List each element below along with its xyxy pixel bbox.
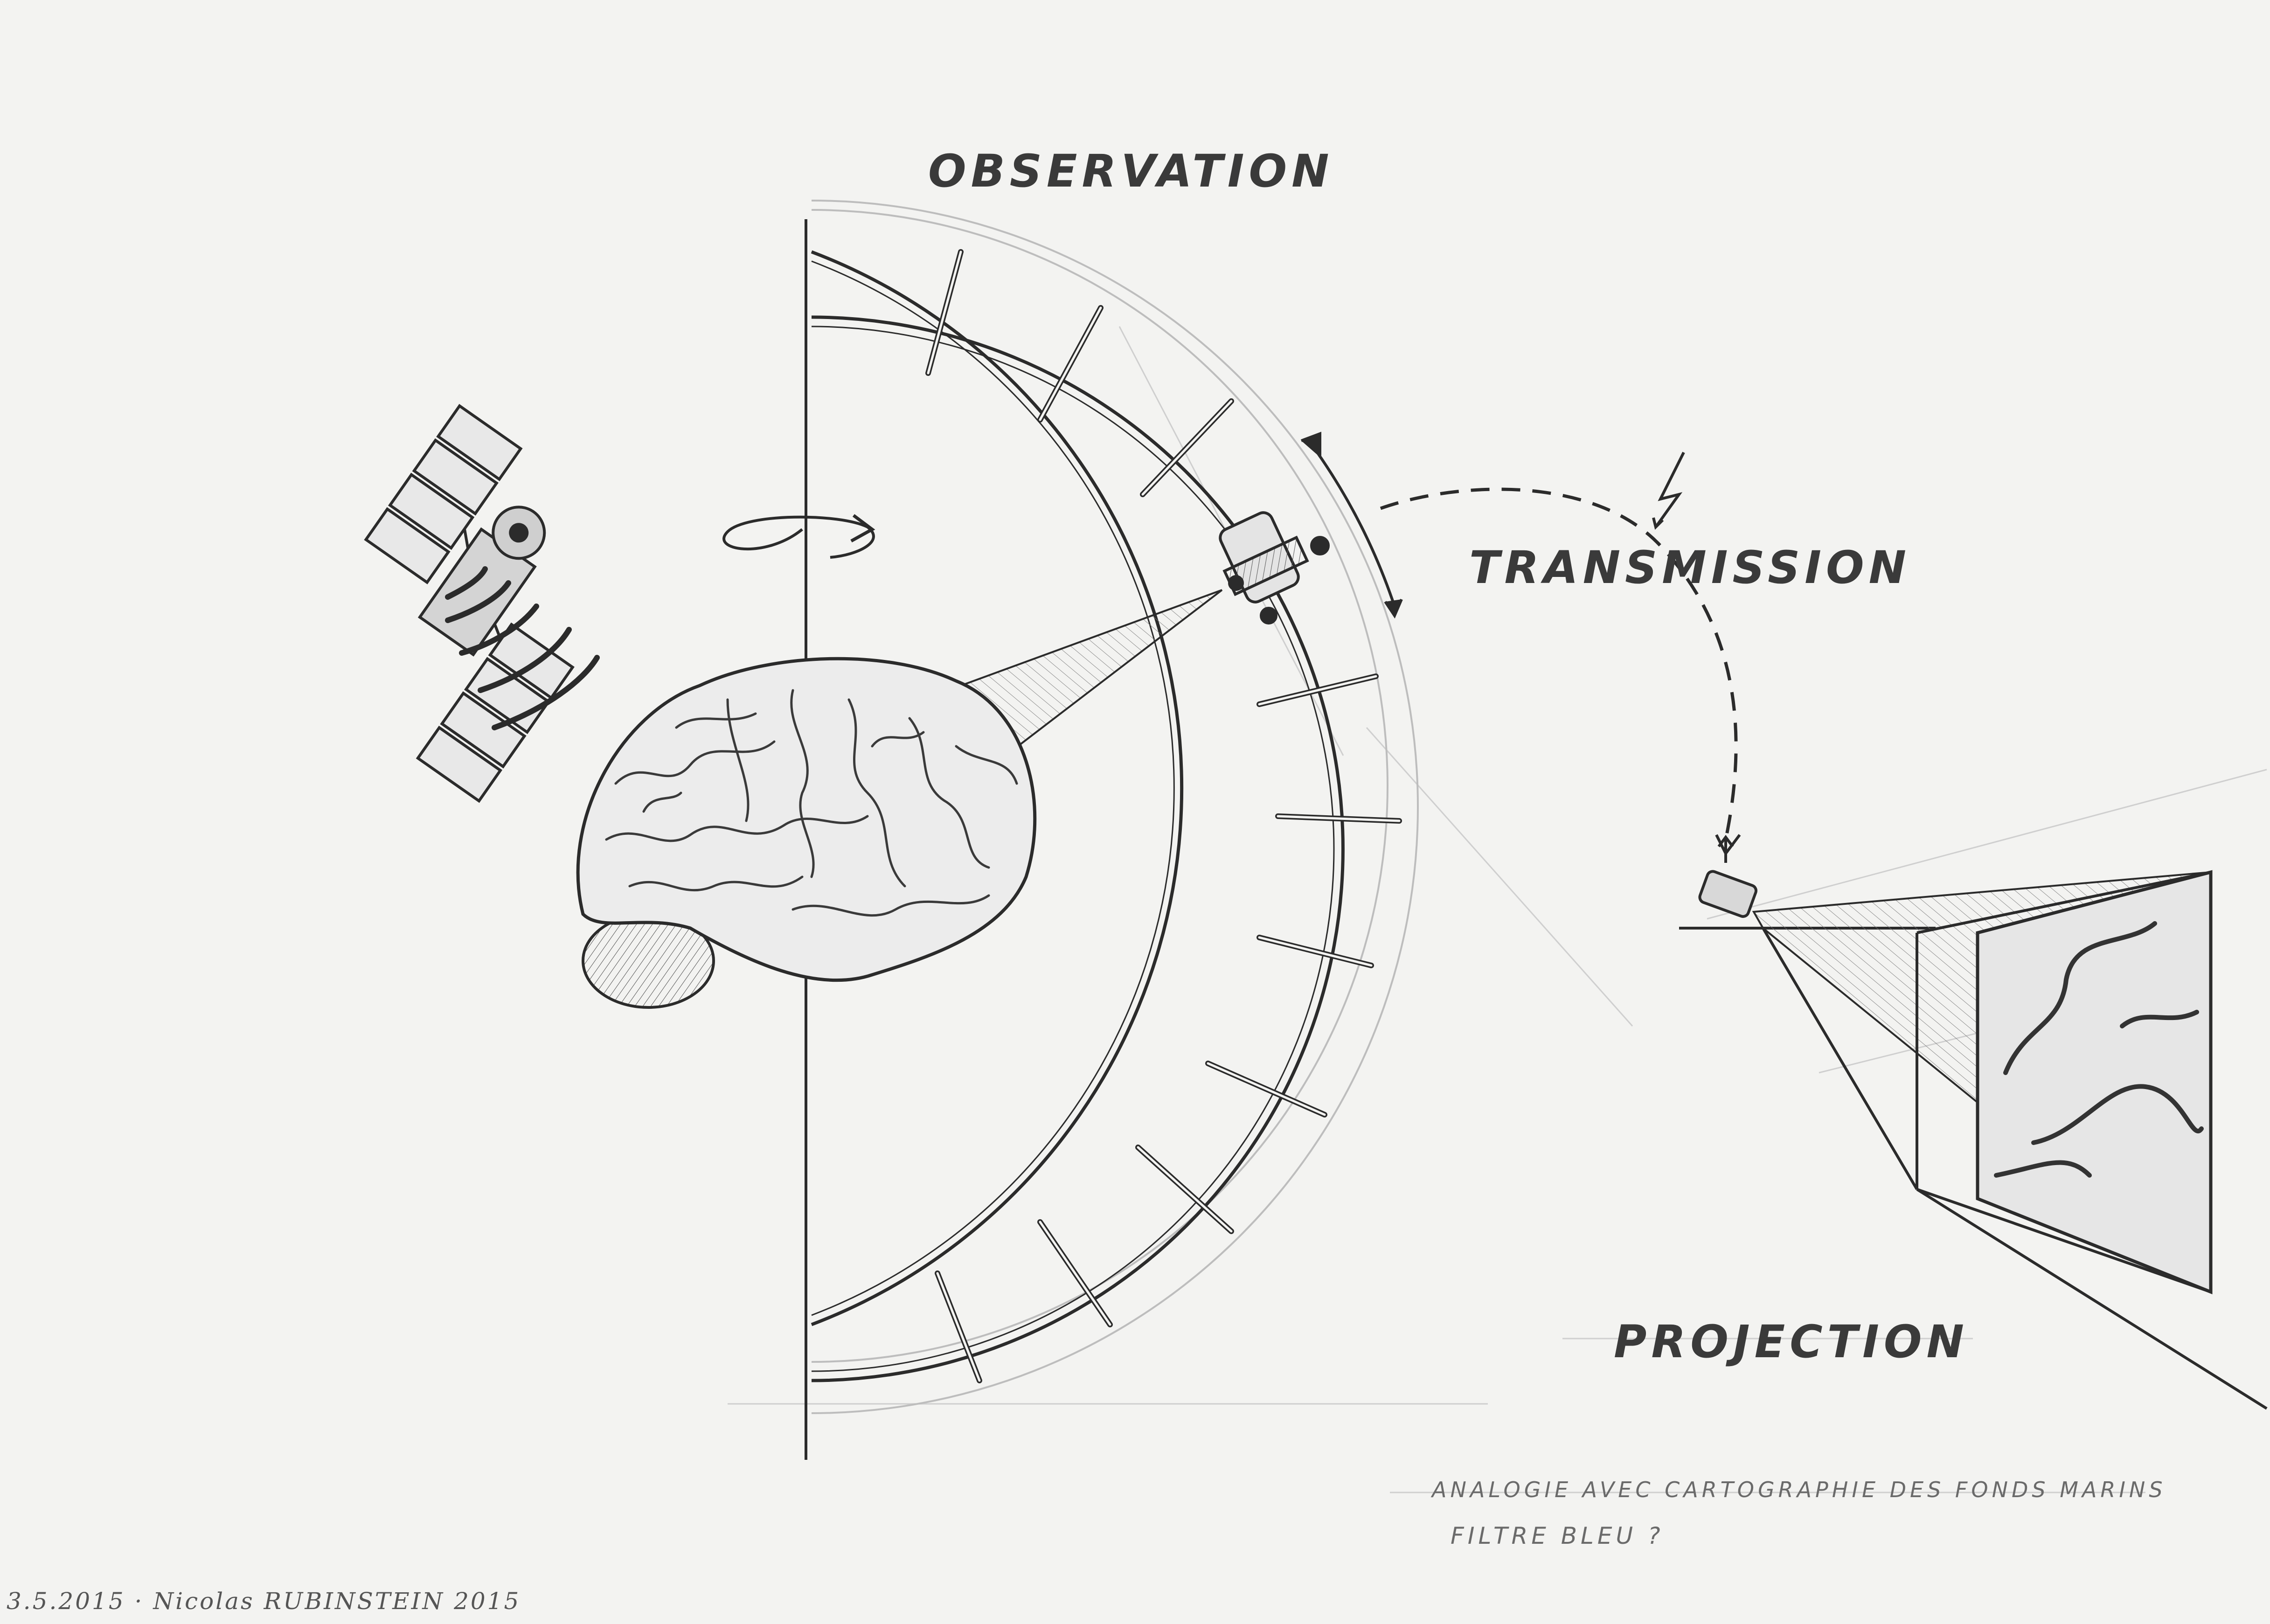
signature: 3.5.2015 · Nicolas RUBINSTEIN 2015 (7, 1588, 521, 1615)
projection-label: PROJECTION (1614, 1316, 1969, 1368)
satellite-icon (364, 404, 600, 803)
lightning-icon (1652, 451, 1685, 530)
transmission-label: TRANSMISSION (1469, 541, 1911, 594)
note-line-1: ANALOGIE AVEC CARTOGRAPHIE DES FONDS MAR… (1430, 1477, 2166, 1502)
brain-icon (576, 657, 1037, 1009)
note-line-2: FILTRE BLEU ? (1451, 1522, 1664, 1549)
orbit-direction-arrow (1300, 431, 1403, 619)
camera-icon (1219, 511, 1330, 625)
projection-room (1752, 870, 2268, 1410)
rotation-arrow-icon (722, 514, 875, 559)
observation-label: OBSERVATION (928, 145, 1333, 197)
construction-lines (728, 326, 2267, 1493)
rail-ties-inner (927, 250, 1401, 1382)
rail-ring (811, 250, 1345, 1382)
